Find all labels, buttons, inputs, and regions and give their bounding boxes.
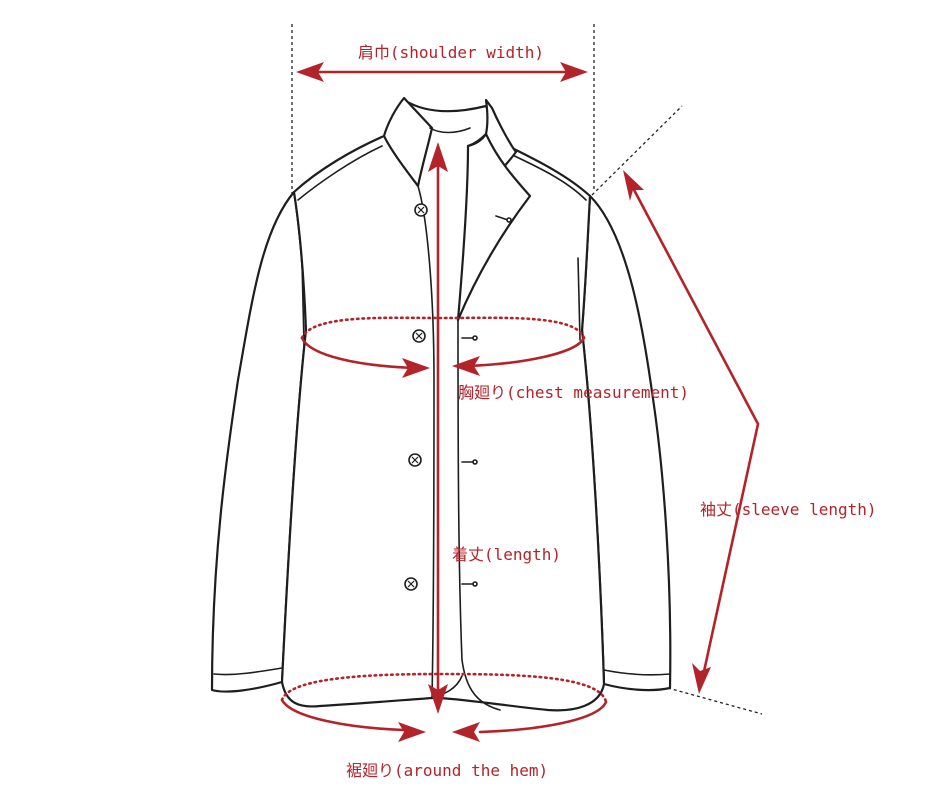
chest-ellipse-front-right bbox=[466, 336, 586, 368]
chest-label: 胸廻り(chest measurement) bbox=[458, 383, 689, 402]
chest-ellipse-front-left bbox=[300, 336, 416, 370]
hem-ellipse-front-right bbox=[478, 700, 608, 734]
collar-band bbox=[429, 127, 471, 134]
right-side-seam bbox=[577, 257, 581, 341]
sleeve-arrowhead-bottom bbox=[692, 663, 711, 694]
length-arrowhead-top bbox=[428, 142, 448, 172]
length-measure bbox=[428, 142, 448, 714]
left-cuff-seam bbox=[213, 667, 283, 676]
sleeve-length-measure bbox=[623, 170, 760, 694]
sleeve-guide-bottom bbox=[667, 687, 763, 715]
button-3 bbox=[408, 453, 422, 467]
sleeve-length-label: 袖丈(sleeve length) bbox=[700, 500, 877, 519]
hem-arrowhead-left bbox=[398, 722, 426, 742]
sleeve-arrowhead-top bbox=[623, 170, 644, 201]
sleeve-guide-top bbox=[591, 105, 683, 196]
chest-arrowhead-left bbox=[402, 358, 430, 378]
jacket-body bbox=[280, 98, 606, 712]
collar-left bbox=[382, 96, 434, 188]
hem-ellipse-back bbox=[280, 672, 608, 704]
hem-measure bbox=[280, 672, 608, 742]
button-1 bbox=[414, 203, 428, 217]
right-cuff-seam bbox=[603, 669, 671, 676]
shoulder-width-arrowhead-right bbox=[560, 62, 588, 82]
chest-measure bbox=[300, 316, 586, 378]
buttonhole-1 bbox=[461, 335, 478, 341]
length-label: 着丈(length) bbox=[452, 545, 561, 564]
left-side-seam bbox=[301, 261, 305, 345]
jacket-drawing bbox=[210, 96, 672, 712]
button-2 bbox=[412, 329, 426, 343]
shoulder-width-arrowhead-left bbox=[296, 62, 324, 82]
chest-arrowhead-right bbox=[452, 356, 480, 376]
left-front-edge bbox=[417, 185, 435, 699]
shoulder-width-label: 肩巾(shoulder width) bbox=[358, 43, 544, 62]
sleeve-length-arrow-line bbox=[630, 184, 760, 678]
buttonhole-3 bbox=[461, 581, 478, 587]
shoulder-width-measure bbox=[296, 62, 588, 82]
hem-label: 裾廻り(around the hem) bbox=[346, 761, 548, 780]
guide-lines bbox=[291, 24, 763, 715]
labels: 肩巾(shoulder width) 胸廻り(chest measurement… bbox=[346, 43, 877, 780]
button-4 bbox=[404, 577, 418, 591]
hem-ellipse-front-left bbox=[280, 698, 406, 732]
hem-arrowhead-right bbox=[452, 722, 480, 742]
right-front-edge bbox=[457, 319, 501, 711]
left-shoulder-seam bbox=[297, 145, 383, 201]
buttonhole-2 bbox=[461, 459, 478, 465]
buttonhole-lapel bbox=[495, 215, 512, 223]
right-shoulder-seam bbox=[505, 151, 587, 201]
chest-ellipse-back bbox=[300, 316, 586, 340]
length-arrowhead-bottom bbox=[428, 684, 448, 714]
